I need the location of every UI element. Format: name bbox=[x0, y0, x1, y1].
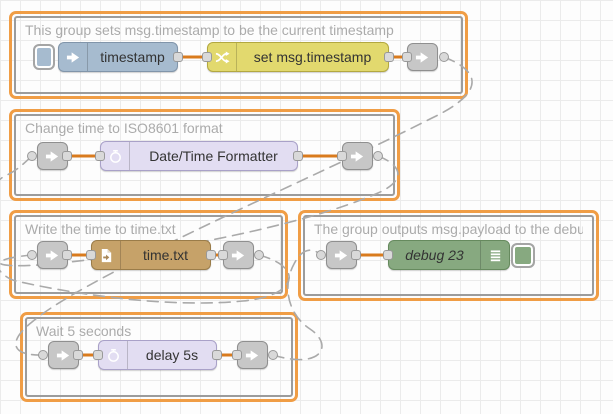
link-port[interactable] bbox=[38, 350, 48, 360]
group-write-file[interactable]: Write the time to time.txt bbox=[9, 210, 288, 299]
link-arrow-icon bbox=[245, 349, 259, 361]
timer-icon bbox=[99, 341, 128, 369]
link-arrow-icon bbox=[45, 150, 59, 162]
group-iso8601[interactable]: Change time to ISO8601 format bbox=[9, 109, 400, 201]
node-label: set msg.timestamp bbox=[253, 49, 372, 65]
group-label: The group outputs msg.payload to the deb… bbox=[314, 221, 583, 237]
group-wait[interactable]: Wait 5 seconds bbox=[20, 312, 298, 402]
group-border: Wait 5 seconds bbox=[25, 317, 293, 397]
link-wire[interactable] bbox=[15, 56, 473, 356]
node-label: debug 23 bbox=[405, 247, 464, 263]
output-port[interactable] bbox=[62, 250, 72, 260]
link-port[interactable] bbox=[373, 151, 383, 161]
group-border: The group outputs msg.payload to the deb… bbox=[303, 215, 594, 296]
group-label: Change time to ISO8601 format bbox=[25, 120, 223, 136]
group-label: Write the time to time.txt bbox=[25, 221, 176, 237]
node-label: timestamp bbox=[100, 49, 165, 65]
link-out-node[interactable] bbox=[407, 43, 438, 71]
link-arrow-icon bbox=[231, 249, 245, 261]
input-port[interactable] bbox=[383, 250, 393, 260]
input-port[interactable] bbox=[218, 250, 228, 260]
link-port[interactable] bbox=[254, 250, 264, 260]
shuffle-icon bbox=[208, 43, 237, 71]
datetime-formatter-node[interactable]: Date/Time Formatter bbox=[100, 141, 298, 171]
link-wire[interactable] bbox=[272, 249, 323, 361]
link-in-node[interactable] bbox=[37, 142, 68, 170]
group-label: This group sets msg.timestamp to be the … bbox=[25, 22, 394, 38]
node-label: delay 5s bbox=[145, 347, 199, 363]
output-port[interactable] bbox=[212, 350, 222, 360]
link-port[interactable] bbox=[27, 151, 37, 161]
link-wire[interactable] bbox=[0, 155, 290, 304]
output-port[interactable] bbox=[73, 350, 83, 360]
input-port[interactable] bbox=[93, 350, 103, 360]
group-border: Change time to ISO8601 format bbox=[14, 114, 395, 196]
link-port[interactable] bbox=[27, 250, 37, 260]
debug-toggle-button[interactable] bbox=[511, 243, 535, 268]
input-port[interactable] bbox=[86, 250, 96, 260]
node-label: time.txt bbox=[142, 247, 189, 263]
file-icon bbox=[92, 241, 121, 269]
group-border: Write the time to time.txt bbox=[14, 215, 283, 294]
output-port[interactable] bbox=[293, 151, 303, 161]
delay-node[interactable]: delay 5s bbox=[98, 340, 217, 370]
link-port[interactable] bbox=[439, 52, 449, 62]
link-arrow-icon bbox=[56, 349, 70, 361]
timer-icon bbox=[101, 142, 130, 170]
link-arrow-icon bbox=[350, 150, 364, 162]
output-port[interactable] bbox=[351, 250, 361, 260]
link-arrow-icon bbox=[45, 249, 59, 261]
input-port[interactable] bbox=[402, 52, 412, 62]
inject-trigger-button[interactable] bbox=[33, 44, 55, 70]
node-label: Date/Time Formatter bbox=[149, 148, 278, 164]
group-border: This group sets msg.timestamp to be the … bbox=[14, 16, 463, 94]
group-label: Wait 5 seconds bbox=[36, 323, 132, 339]
output-port[interactable] bbox=[173, 52, 183, 62]
input-port[interactable] bbox=[202, 52, 212, 62]
output-port[interactable] bbox=[384, 52, 394, 62]
debug-node[interactable]: debug 23 bbox=[388, 240, 510, 270]
input-port[interactable] bbox=[337, 151, 347, 161]
inject-node[interactable]: timestamp bbox=[58, 42, 178, 72]
link-arrow-icon bbox=[415, 51, 429, 63]
group-set-timestamp[interactable]: This group sets msg.timestamp to be the … bbox=[9, 11, 468, 99]
input-port[interactable] bbox=[232, 350, 242, 360]
output-port[interactable] bbox=[62, 151, 72, 161]
link-arrow-icon bbox=[334, 249, 348, 261]
input-port[interactable] bbox=[95, 151, 105, 161]
link-wire[interactable] bbox=[0, 155, 399, 267]
link-port[interactable] bbox=[268, 350, 278, 360]
change-node[interactable]: set msg.timestamp bbox=[207, 42, 389, 72]
list-icon bbox=[480, 241, 509, 269]
link-port[interactable] bbox=[316, 250, 326, 260]
file-node[interactable]: time.txt bbox=[91, 240, 211, 270]
group-debug-output[interactable]: The group outputs msg.payload to the deb… bbox=[298, 210, 599, 301]
inject-arrow-icon bbox=[59, 43, 88, 71]
output-port[interactable] bbox=[206, 250, 216, 260]
